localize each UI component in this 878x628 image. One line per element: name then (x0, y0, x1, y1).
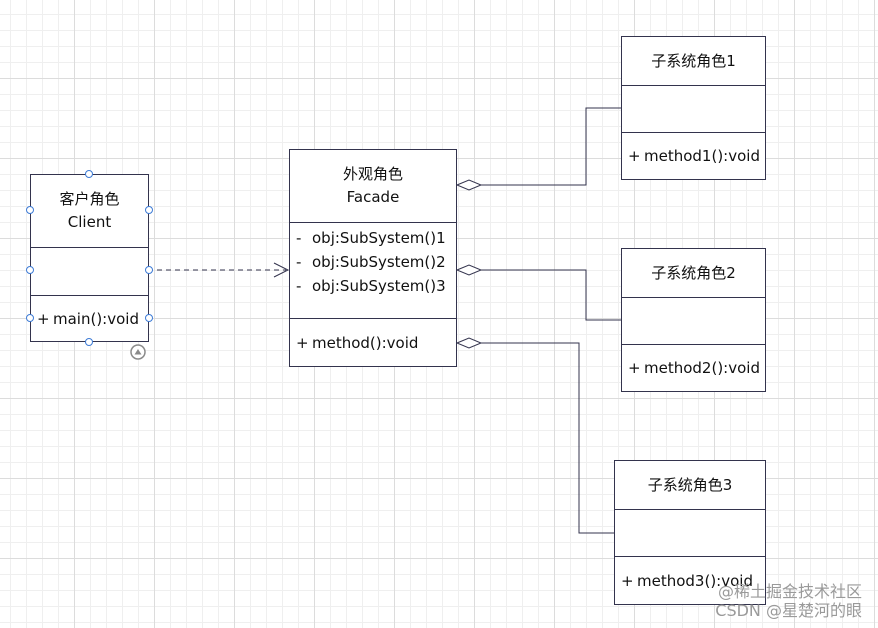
subsystem-class-1[interactable]: 子系统角色1 + method1():void (621, 36, 766, 180)
subsystem-class-2[interactable]: 子系统角色2 + method2():void (621, 248, 766, 392)
method-visibility: + (37, 309, 50, 328)
subsystem-2-name: 子系统角色2 (651, 263, 736, 282)
subsystem-3-method: method3():void (637, 571, 753, 590)
resize-handle-left-2[interactable] (26, 266, 34, 274)
dependency-arrow (148, 262, 290, 278)
method-visibility: + (628, 147, 641, 165)
attribute-visibility: - (296, 277, 302, 295)
method-visibility: + (628, 359, 641, 377)
client-methods-section: + main():void (31, 295, 148, 341)
facade-attribute: -obj:SubSystem()2 (296, 250, 456, 274)
facade-attribute: -obj:SubSystem()3 (296, 274, 456, 298)
subsystem-1-name: 子系统角色1 (651, 51, 736, 70)
subsystem-1-header: 子系统角色1 (622, 37, 765, 85)
rotate-handle-icon[interactable] (130, 344, 146, 360)
facade-methods-section: + method():void (290, 318, 456, 366)
client-name-cn: 客户角色 (59, 190, 120, 208)
client-name-en: Client (67, 213, 112, 231)
client-attributes-section (31, 247, 148, 295)
subsystem-1-methods-section: + method1():void (622, 132, 765, 179)
facade-name-en: Facade (346, 188, 400, 206)
watermark: @稀土掘金技术社区 CSDN @星楚河的眼 (715, 582, 862, 620)
subsystem-1-method: method1():void (644, 147, 760, 165)
client-class[interactable]: 客户角色 Client + main():void (30, 174, 149, 342)
resize-handle-top[interactable] (85, 170, 93, 178)
client-class-header: 客户角色 Client (31, 175, 148, 247)
facade-attribute: -obj:SubSystem()1 (296, 226, 456, 250)
aggregation-link-1 (457, 107, 621, 185)
resize-handle-left-3[interactable] (26, 314, 34, 322)
facade-method: method():void (312, 333, 419, 352)
attribute-signature: obj:SubSystem()1 (312, 229, 446, 247)
subsystem-3-attributes-section (615, 509, 765, 556)
subsystem-2-methods-section: + method2():void (622, 344, 765, 391)
attribute-signature: obj:SubSystem()3 (312, 277, 446, 295)
resize-handle-left-1[interactable] (26, 206, 34, 214)
watermark-line-2: CSDN @星楚河的眼 (715, 601, 862, 620)
resize-handle-right-1[interactable] (145, 206, 153, 214)
resize-handle-bottom[interactable] (85, 338, 93, 346)
client-method: main():void (53, 309, 139, 328)
attribute-visibility: - (296, 253, 302, 271)
attribute-signature: obj:SubSystem()2 (312, 253, 446, 271)
subsystem-2-header: 子系统角色2 (622, 249, 765, 297)
aggregation-link-3 (457, 343, 614, 534)
method-visibility: + (621, 571, 634, 590)
attribute-visibility: - (296, 229, 302, 247)
resize-handle-right-3[interactable] (145, 314, 153, 322)
facade-class-header: 外观角色 Facade (290, 150, 456, 222)
resize-handle-right-2[interactable] (145, 266, 153, 274)
facade-name-cn: 外观角色 (342, 165, 403, 183)
subsystem-class-3[interactable]: 子系统角色3 + method3():void (614, 460, 766, 605)
subsystem-3-name: 子系统角色3 (647, 475, 733, 494)
aggregation-link-2 (457, 270, 621, 321)
method-visibility: + (296, 333, 309, 352)
subsystem-2-attributes-section (622, 297, 765, 344)
facade-attributes-section: -obj:SubSystem()1 -obj:SubSystem()2 -obj… (290, 222, 456, 318)
subsystem-3-header: 子系统角色3 (615, 461, 765, 509)
facade-class[interactable]: 外观角色 Facade -obj:SubSystem()1 -obj:SubSy… (289, 149, 457, 367)
subsystem-2-method: method2():void (644, 359, 760, 377)
subsystem-1-attributes-section (622, 85, 765, 132)
watermark-line-1: @稀土掘金技术社区 (717, 582, 862, 601)
subsystem-3-methods-section: + method3():void (615, 556, 765, 604)
